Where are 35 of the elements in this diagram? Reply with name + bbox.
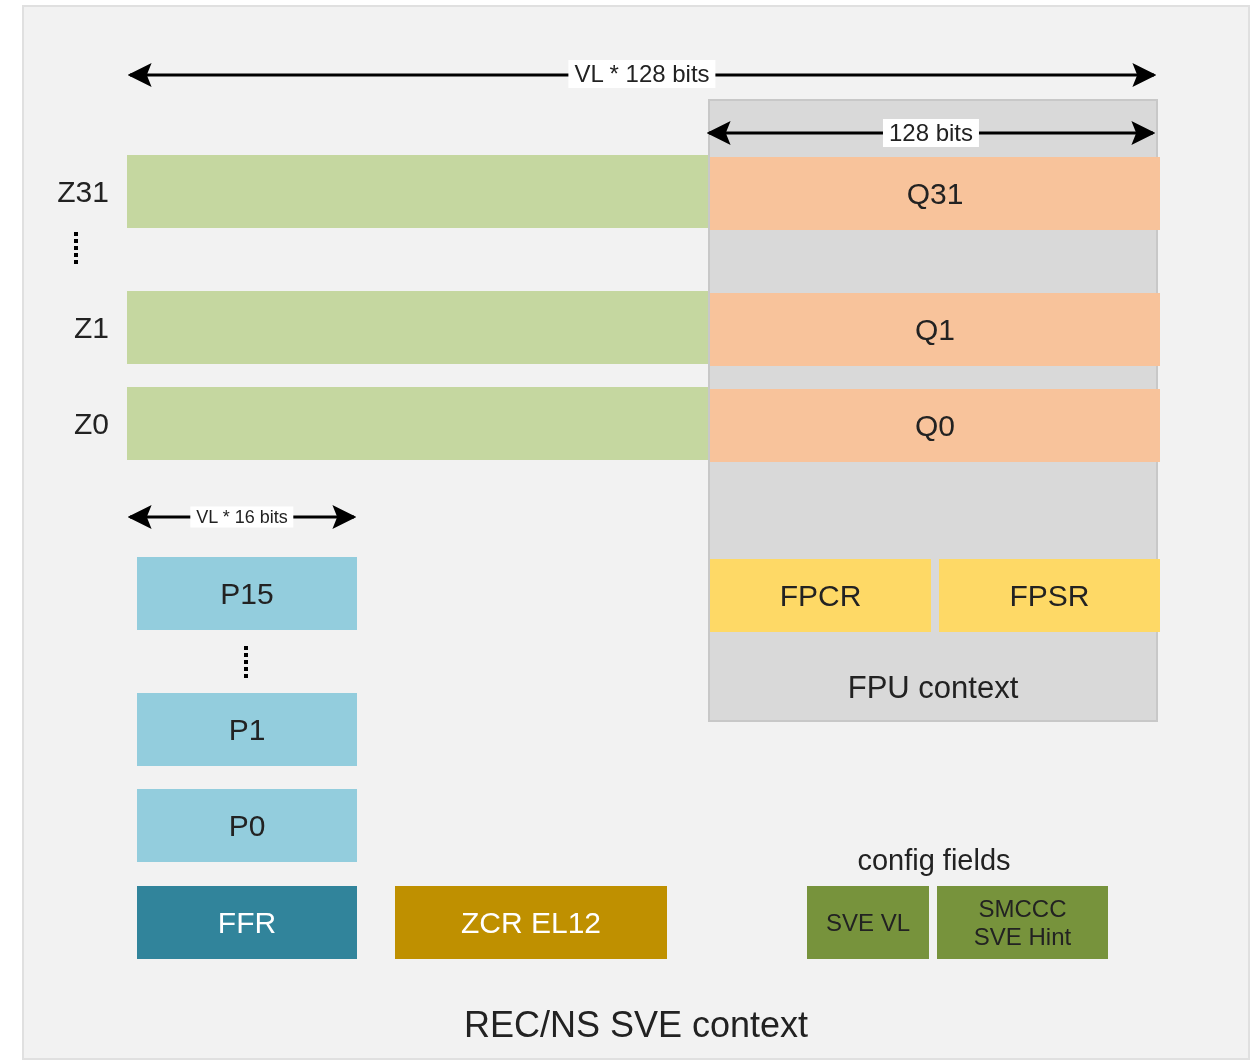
register-name: Z0 (74, 406, 109, 441)
register-box (710, 389, 1160, 462)
register-name: SVE VL (824, 908, 911, 937)
panel-title: FPU context (846, 670, 1020, 706)
register-name: P1 (228, 712, 266, 747)
register-box (137, 886, 357, 959)
register-name: FPCR (779, 578, 862, 613)
register-name: Q0 (915, 408, 955, 443)
register-box (137, 789, 357, 862)
register-name: P15 (220, 576, 274, 611)
register-box (807, 886, 929, 959)
register-name: Z31 (57, 174, 109, 209)
register-name: Q31 (906, 176, 964, 211)
register-box (395, 886, 667, 959)
panel-title: REC/NS SVE context (462, 1004, 810, 1046)
register-box (710, 157, 1160, 230)
register-name: FPSR (1009, 578, 1090, 613)
register-name: ZCR EL12 (460, 905, 602, 940)
dimension-label: VL * 128 bits (568, 60, 716, 88)
register-box (137, 557, 357, 630)
register-box (937, 886, 1108, 959)
group-heading: config fields (856, 843, 1012, 877)
register-name: Q1 (915, 312, 955, 347)
register-box (710, 293, 1160, 366)
register-name: FFR (217, 905, 277, 940)
register-box (939, 559, 1160, 632)
dimension-label: VL * 16 bits (190, 506, 294, 528)
context-panel (708, 99, 1158, 722)
register-box (710, 559, 931, 632)
register-box (137, 693, 357, 766)
register-name: SMCCC SVE Hint (972, 894, 1073, 951)
context-panel (22, 5, 1250, 1060)
dimension-label: 128 bits (882, 119, 980, 147)
register-name: P0 (228, 808, 266, 843)
register-name: Z1 (74, 310, 109, 345)
